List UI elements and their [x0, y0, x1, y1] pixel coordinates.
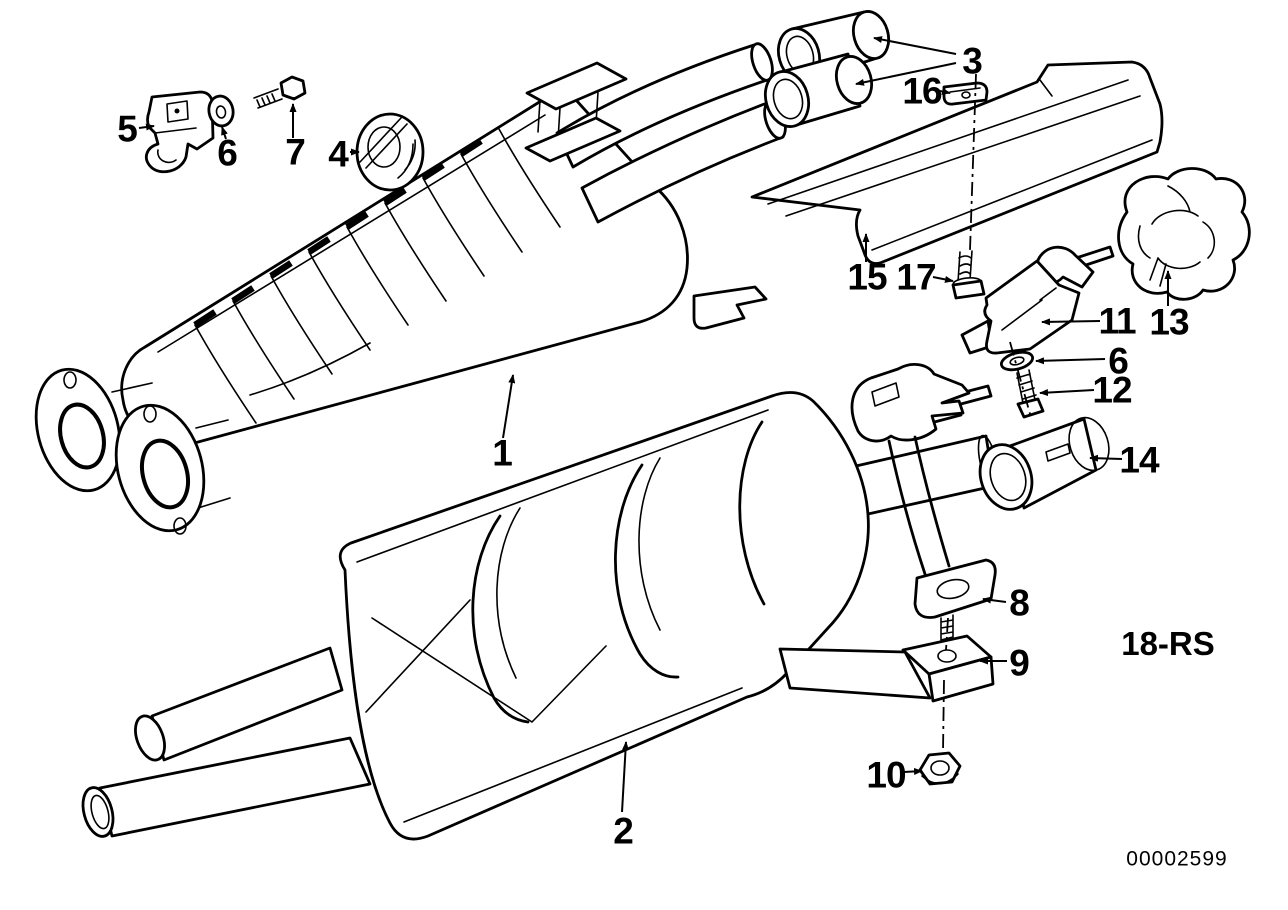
callout-label-6-5: 6 — [217, 132, 237, 173]
tailpipe-tips-drawing — [763, 10, 891, 128]
callout-leader-5-4 — [138, 123, 155, 131]
bolt-drawing — [253, 75, 307, 109]
clamp-bracket-drawing — [960, 245, 1115, 355]
support-bracket-drawing — [778, 634, 995, 703]
nut-drawing — [918, 751, 962, 786]
front-silencer-flanges — [34, 367, 231, 535]
callout-leader-2-1 — [621, 741, 630, 813]
callout-leader-12-11 — [1039, 389, 1095, 397]
callout-label-5-4: 5 — [117, 108, 137, 149]
rubber-mount-drawing — [1117, 167, 1251, 301]
front-silencer-tab — [692, 285, 768, 330]
pipe-hanger-bracket — [524, 61, 628, 163]
callout-leader-3-2 — [855, 62, 957, 86]
callout-label-15-14: 15 — [847, 256, 887, 297]
washer-bolt-right-drawing — [1000, 350, 1045, 419]
callout-leader-17-16 — [932, 275, 954, 283]
exhaust-sleeve-drawing — [978, 416, 1110, 511]
callout-label-16-15: 16 — [902, 70, 942, 111]
callout-leader-8-7 — [982, 596, 1007, 604]
callout-label-1-0: 1 — [492, 432, 512, 473]
clamp-drawing — [144, 90, 215, 174]
callout-leader-11-10 — [1041, 318, 1101, 326]
callout-label-3-2: 3 — [962, 40, 982, 81]
callout-label-6-17: 6 — [1108, 340, 1128, 381]
callout-label-17-16: 17 — [896, 256, 935, 297]
callout-leader-6-5 — [221, 126, 228, 140]
callout-label-12-11: 12 — [1092, 369, 1132, 410]
rubber-ring-drawing — [355, 112, 425, 192]
front-silencer-drawing — [120, 93, 768, 450]
callout-leader-3-2 — [873, 36, 957, 55]
rear-silencer-drawing — [81, 391, 999, 841]
callout-label-9-8: 9 — [1009, 642, 1029, 683]
callout-label-10-9: 10 — [866, 754, 906, 795]
clip-drawing — [942, 81, 989, 106]
washer-drawing — [207, 94, 235, 128]
callout-leader-6-17 — [1035, 357, 1106, 365]
tapping-screw-drawing — [951, 250, 986, 300]
centre-lines — [942, 73, 1031, 753]
callout-label-7-6: 7 — [285, 131, 305, 172]
callout-label-13-12: 13 — [1149, 301, 1189, 342]
callout-label-14-13: 14 — [1119, 439, 1160, 480]
heat-shield-drawing — [750, 60, 1164, 265]
callout-label-4-3: 4 — [328, 133, 349, 174]
callout-label-8-7: 8 — [1009, 582, 1029, 623]
callout-label-2-1: 2 — [613, 810, 633, 851]
callout-leader-1-0 — [502, 374, 516, 439]
callout-leader-10-9 — [903, 767, 923, 775]
variant-code: 18-RS — [1121, 625, 1215, 662]
callout-leader-14-13 — [1089, 454, 1123, 462]
callout-leader-16-15 — [939, 87, 951, 95]
callout-label-11-10: 11 — [1098, 300, 1136, 341]
drawing-number: 00002599 — [1126, 848, 1227, 871]
